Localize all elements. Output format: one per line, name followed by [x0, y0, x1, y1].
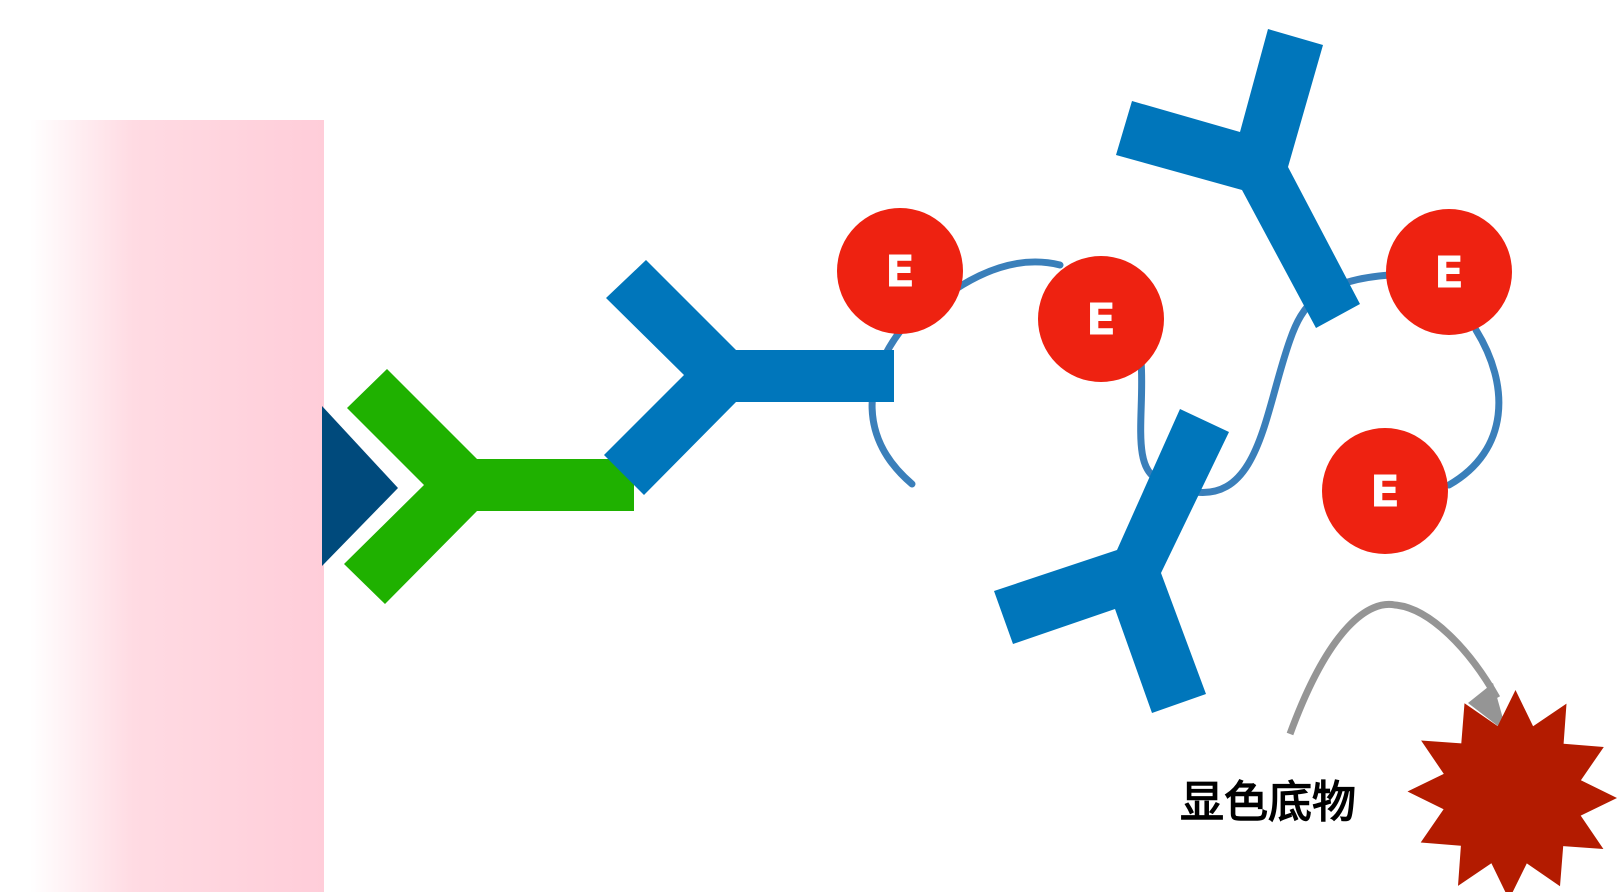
enzyme-4: E: [1322, 428, 1448, 554]
enzyme-label: E: [1086, 295, 1116, 346]
antigen-triangle-icon: [322, 406, 398, 566]
secondary-antibody-icon: [604, 260, 894, 495]
curved-arrow-icon: [1286, 600, 1507, 736]
secondary-antibody-icon: [994, 409, 1229, 713]
substrate-label: 显色底物: [1180, 777, 1356, 828]
enzyme-label: E: [885, 247, 915, 298]
tissue-surface: [30, 120, 324, 892]
enzyme-2: E: [1038, 256, 1164, 382]
enzyme-circle-icon: [1386, 209, 1512, 335]
primary-antibody-icon: [344, 369, 634, 604]
enzyme-1: E: [837, 208, 963, 334]
enzyme-3: E: [1386, 209, 1512, 335]
enzyme-circle-icon: [1038, 256, 1164, 382]
colored-product-burst-icon: [1407, 690, 1617, 892]
enzyme-label: E: [1434, 248, 1464, 299]
enzyme-label: E: [1370, 467, 1400, 518]
enzyme-circle-icon: [837, 208, 963, 334]
secondary-antibody-icon: [1116, 29, 1360, 328]
enzyme-circle-icon: [1322, 428, 1448, 554]
